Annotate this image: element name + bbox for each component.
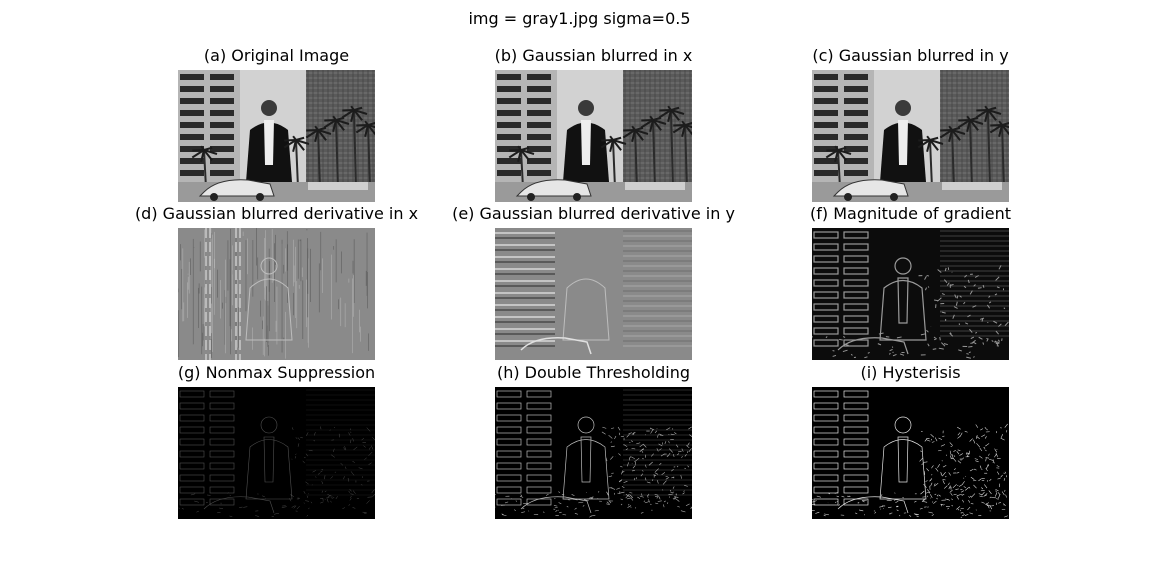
panel-gradient-magnitude: (f) Magnitude of gradient [810,204,1011,360]
panel-title: (g) Nonmax Suppression [177,363,376,382]
derivative-y-image [495,228,692,360]
gradient-magnitude-image [812,228,1009,360]
nonmax-suppression-image [178,387,375,519]
blurred-x-image [495,70,692,202]
panel-title: (c) Gaussian blurred in y [812,46,1009,65]
panel-title: (h) Double Thresholding [496,363,691,382]
panel-title: (d) Gaussian blurred derivative in x [134,204,419,223]
panel-title: (a) Original Image [203,46,350,65]
panel-derivative-x: (d) Gaussian blurred derivative in x [135,204,418,360]
panel-title: (i) Hysterisis [860,363,961,382]
double-thresholding-image [495,387,692,519]
panel-nonmax-suppression: (g) Nonmax Suppression [178,363,375,519]
panel-title: (b) Gaussian blurred in x [494,46,693,65]
derivative-x-image [178,228,375,360]
hysterisis-image [812,387,1009,519]
panel-original-image: (a) Original Image [178,46,375,202]
panel-title: (f) Magnitude of gradient [810,204,1011,223]
original-image [178,70,375,202]
panel-blurred-y: (c) Gaussian blurred in y [812,46,1009,202]
panel-double-thresholding: (h) Double Thresholding [495,363,692,519]
panel-derivative-y: (e) Gaussian blurred derivative in y [452,204,735,360]
blurred-y-image [812,70,1009,202]
panel-title: (e) Gaussian blurred derivative in y [452,204,735,223]
panel-blurred-x: (b) Gaussian blurred in x [495,46,692,202]
figure-suptitle: img = gray1.jpg sigma=0.5 [468,9,691,28]
panel-hysterisis: (i) Hysterisis [812,363,1009,519]
